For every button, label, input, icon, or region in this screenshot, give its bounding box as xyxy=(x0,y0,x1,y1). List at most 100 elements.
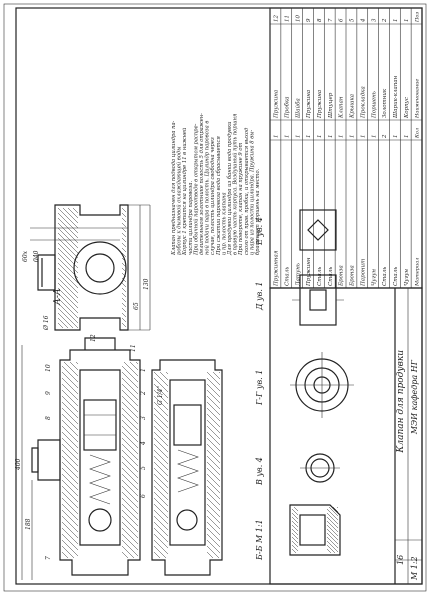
description-line: При обычной пароотводе в открытом распре… xyxy=(192,123,199,256)
parts-pos: 3 xyxy=(371,18,377,22)
callout-number: 5 xyxy=(140,466,147,470)
parts-material: Сталь xyxy=(382,267,388,286)
parts-pos: 4 xyxy=(360,18,366,23)
parts-material: Сталь xyxy=(317,267,323,286)
description-line: части цилиндра паровоза. xyxy=(188,181,194,255)
parts-material: Чугун xyxy=(371,269,377,286)
section-aa-label: А-А xyxy=(53,288,63,306)
parts-pos: 6 xyxy=(339,18,345,22)
section-bb-label: Б-Б М 1:1 xyxy=(255,519,264,561)
dim-aa-d16: Ø 16 xyxy=(43,315,50,331)
parts-material: Бронза xyxy=(350,265,356,287)
parts-pos: 11 xyxy=(284,15,290,22)
parts-qty: 1 xyxy=(350,135,356,139)
parts-qty: 1 xyxy=(317,135,323,139)
view-d-label: Д ув. 1 xyxy=(255,281,264,311)
parts-qty: 1 xyxy=(371,135,377,139)
parts-name: Крышка xyxy=(350,94,356,119)
description-line: робозы к дымовой охлаждающей воды xyxy=(176,147,183,255)
parts-name: Пробка xyxy=(283,96,290,119)
description-text: Клапан предназначен для подвода цилиндра… xyxy=(171,113,261,256)
parts-qty: 2 xyxy=(382,134,388,139)
parts-name: Прокладка xyxy=(360,86,366,119)
view-v: В ув. 4 xyxy=(255,453,340,486)
parts-pos: 12 xyxy=(274,15,280,22)
aa-bore-outer xyxy=(73,241,127,295)
parts-list-table: 12Пружина1Пружинная11Пробка1Сталь10Шайба… xyxy=(269,7,423,289)
parts-material: Латунь xyxy=(295,263,301,287)
section-aa-view: А-А 60x 040 130 65 Ø 16 xyxy=(22,204,151,331)
parts-name: Пружина xyxy=(317,90,323,119)
parts-qty: 1 xyxy=(404,135,410,139)
parts-material: Паронит xyxy=(360,259,366,287)
parts-name: Клапан xyxy=(339,96,345,119)
view-e-label: Е ув. 4 xyxy=(255,217,264,246)
callout-number: 7 xyxy=(45,556,52,560)
parts-material: Пружинная xyxy=(274,250,280,287)
view-e: Е ув. 4 xyxy=(255,209,337,251)
parts-material: Сталь xyxy=(393,267,399,286)
description-line: Для продувки цилиндра из банки вода прод… xyxy=(226,122,233,256)
callout-number: 8 xyxy=(45,416,52,420)
dim-overall: 400 xyxy=(15,458,22,471)
callout-number: 4 xyxy=(140,441,147,446)
secondary-assembly-view: G 1/4" xyxy=(151,359,223,576)
parts-header-name: Наименование xyxy=(415,79,421,119)
parts-material: Чугун xyxy=(404,269,410,286)
description-line: ной подачи пара в полость. Цилиндр паров… xyxy=(205,121,211,255)
callout-number: 11 xyxy=(130,344,137,352)
parts-pos: 8 xyxy=(317,18,323,22)
parts-pos: 7 xyxy=(328,18,334,22)
view-v-label: В ув. 4 xyxy=(255,457,264,486)
dim-left-a: 188 xyxy=(25,518,32,530)
callout-number: 10 xyxy=(45,364,52,372)
callout-number: 3 xyxy=(140,416,147,420)
callout-number: 2 xyxy=(140,391,147,396)
parts-qty: 1 xyxy=(306,135,312,139)
parts-qty: 1 xyxy=(328,135,334,139)
parts-name: Корпус xyxy=(404,97,410,119)
parts-material: Бронза xyxy=(339,265,345,287)
section-bb-view: Б-Б М 1:1 xyxy=(255,504,341,561)
parts-name: Золотник xyxy=(382,88,388,118)
callout-number: 6 xyxy=(140,494,147,498)
parts-qty: 1 xyxy=(393,135,399,139)
description-line: и пр. полость клапана xyxy=(221,192,227,255)
section-gg-view: Г-Г ув. 1 xyxy=(255,352,354,418)
description-line: Корпус 1 крепится на цилиндре 11 в нижне… xyxy=(182,128,188,256)
aa-bore-inner xyxy=(85,253,115,283)
description-line: При повороте, клапан на пружине 9 от xyxy=(238,143,244,256)
parts-pos: 10 xyxy=(295,15,301,22)
dim-aa-right: 130 xyxy=(143,278,150,290)
parts-qty: 1 xyxy=(284,135,290,139)
parts-pos: 9 xyxy=(306,18,312,22)
piston xyxy=(83,399,117,451)
parts-header-qty: Кол xyxy=(415,128,421,139)
section-gg-label: Г-Г ув. 1 xyxy=(255,370,264,406)
parts-pos: 1 xyxy=(404,19,410,23)
title-block-number: 16 xyxy=(396,555,405,565)
dim-aa-top2: 040 xyxy=(33,250,40,262)
callout-number: 1 xyxy=(140,368,147,372)
parts-pos: 2 xyxy=(382,18,388,23)
ball-valve xyxy=(88,508,112,532)
parts-name: Пружина xyxy=(306,90,312,119)
parts-material: Пружинн xyxy=(306,257,312,287)
parts-name: Шарик-клапан xyxy=(393,75,399,119)
dim-aa-right2: 65 xyxy=(133,302,140,310)
outer-frame xyxy=(3,3,427,592)
parts-name: Шайба xyxy=(294,98,301,119)
parts-header-material: Материал xyxy=(415,258,421,287)
parts-name: Поршень xyxy=(371,91,377,119)
parts-pos: 1 xyxy=(393,19,399,23)
dim-thread: G 1/4" xyxy=(157,386,164,405)
callout-number: 12 xyxy=(90,334,97,342)
title-block-title: Клапан для продувки xyxy=(396,350,406,454)
parts-name: Пружина xyxy=(274,90,280,119)
title-block: Клапан для продувки МЭИ кафедра НГ М 1:2… xyxy=(269,287,423,585)
description-line: брасывает поршень на место. xyxy=(254,168,261,255)
description-line: в правую часть корпуса. Воздушный путь п… xyxy=(233,113,239,255)
description-line: При сжатии паровоза вода сбрасывается xyxy=(215,136,222,256)
